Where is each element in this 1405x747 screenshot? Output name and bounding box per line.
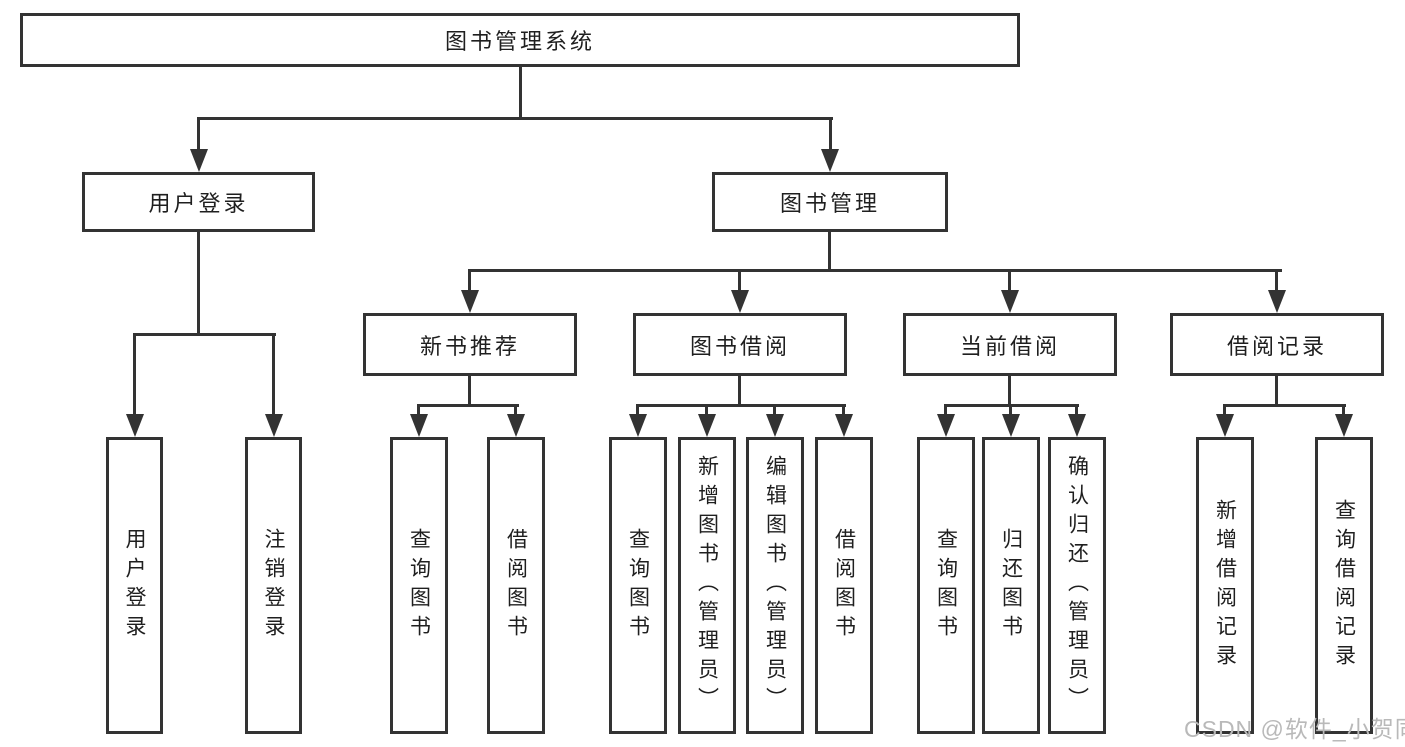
connector-line xyxy=(1075,404,1078,418)
connector-line xyxy=(1009,404,1012,418)
arrow-down-icon xyxy=(1001,290,1019,313)
connector-line xyxy=(1008,269,1011,295)
connector-line xyxy=(133,333,136,417)
connector-line xyxy=(468,375,471,407)
node-book-borrow-label: 图书借阅 xyxy=(689,333,790,359)
node-current-borrow: 当前借阅 xyxy=(903,313,1117,376)
arrow-down-icon xyxy=(821,149,839,172)
leaf-borrow-books-1: 借阅图书 xyxy=(487,437,545,734)
connector-line xyxy=(1008,375,1011,407)
connector-line xyxy=(636,404,639,418)
leaf-query-borrow-record: 查询借阅记录 xyxy=(1315,437,1373,734)
node-borrow-records: 借阅记录 xyxy=(1170,313,1384,376)
leaf-confirm-return-admin-label: 确认归还（管理员） xyxy=(1065,455,1089,716)
node-user-login: 用户登录 xyxy=(82,172,315,232)
arrow-down-icon xyxy=(731,290,749,313)
leaf-edit-books-admin: 编辑图书（管理员） xyxy=(746,437,804,734)
node-book-management: 图书管理 xyxy=(712,172,948,232)
connector-line xyxy=(829,117,832,155)
arrow-down-icon xyxy=(507,414,525,437)
connector-line xyxy=(828,232,831,272)
leaf-add-borrow-record: 新增借阅记录 xyxy=(1196,437,1254,734)
connector-line xyxy=(1223,404,1226,418)
connector-line xyxy=(417,404,420,418)
connector-line xyxy=(197,232,200,335)
leaf-borrow-books-2: 借阅图书 xyxy=(815,437,873,734)
arrow-down-icon xyxy=(629,414,647,437)
leaf-logout: 注销登录 xyxy=(245,437,302,734)
arrow-down-icon xyxy=(461,290,479,313)
node-current-borrow-label: 当前借阅 xyxy=(959,333,1060,359)
node-new-book-recommend-label: 新书推荐 xyxy=(419,333,520,359)
leaf-confirm-return-admin: 确认归还（管理员） xyxy=(1048,437,1106,734)
connector-line xyxy=(1275,375,1278,407)
leaf-query-books-3-label: 查询图书 xyxy=(934,527,958,644)
arrow-down-icon xyxy=(1335,414,1353,437)
connector-line xyxy=(944,404,947,418)
leaf-borrow-books-2-label: 借阅图书 xyxy=(832,527,856,644)
connector-line xyxy=(468,269,1282,272)
node-borrow-records-label: 借阅记录 xyxy=(1226,333,1327,359)
connector-line xyxy=(133,333,276,336)
leaf-return-books-label: 归还图书 xyxy=(999,527,1023,644)
connector-line xyxy=(1342,404,1345,418)
leaf-logout-label: 注销登录 xyxy=(262,527,286,644)
connector-line xyxy=(197,117,833,120)
leaf-user-login: 用户登录 xyxy=(106,437,163,734)
connector-line xyxy=(272,333,275,417)
leaf-query-books-2: 查询图书 xyxy=(609,437,667,734)
connector-line xyxy=(773,404,776,418)
node-book-borrow: 图书借阅 xyxy=(633,313,847,376)
connector-line xyxy=(705,404,708,418)
arrow-down-icon xyxy=(1268,290,1286,313)
csdn-watermark: CSDN @软件_小贺同学 xyxy=(1184,716,1405,742)
leaf-query-borrow-record-label: 查询借阅记录 xyxy=(1332,498,1356,673)
leaf-borrow-books-1-label: 借阅图书 xyxy=(504,527,528,644)
connector-line xyxy=(514,404,517,418)
node-book-management-label: 图书管理 xyxy=(779,191,880,216)
leaf-user-login-label: 用户登录 xyxy=(123,527,147,644)
connector-line xyxy=(1275,269,1278,295)
connector-line xyxy=(842,404,845,418)
leaf-query-books-1: 查询图书 xyxy=(390,437,448,734)
leaf-edit-books-admin-label: 编辑图书（管理员） xyxy=(763,455,787,716)
connector-line xyxy=(738,375,741,407)
connector-line xyxy=(417,404,519,407)
connector-line xyxy=(636,404,846,407)
leaf-query-books-1-label: 查询图书 xyxy=(407,527,431,644)
leaf-add-borrow-record-label: 新增借阅记录 xyxy=(1213,498,1237,673)
leaf-add-books-admin-label: 新增图书（管理员） xyxy=(695,455,719,716)
arrow-down-icon xyxy=(126,414,144,437)
arrow-down-icon xyxy=(265,414,283,437)
leaf-query-books-2-label: 查询图书 xyxy=(626,527,650,644)
leaf-add-books-admin: 新增图书（管理员） xyxy=(678,437,736,734)
arrow-down-icon xyxy=(937,414,955,437)
leaf-return-books: 归还图书 xyxy=(982,437,1040,734)
arrow-down-icon xyxy=(1002,414,1020,437)
node-user-login-label: 用户登录 xyxy=(148,191,249,216)
connector-line xyxy=(738,269,741,295)
connector-line xyxy=(519,66,522,120)
arrow-down-icon xyxy=(410,414,428,437)
node-root-system: 图书管理系统 xyxy=(20,13,1020,67)
connector-line xyxy=(468,269,471,295)
node-new-book-recommend: 新书推荐 xyxy=(363,313,577,376)
leaf-query-books-3: 查询图书 xyxy=(917,437,975,734)
arrow-down-icon xyxy=(1216,414,1234,437)
connector-line xyxy=(1223,404,1346,407)
node-root-label: 图书管理系统 xyxy=(444,29,595,54)
arrow-down-icon xyxy=(190,149,208,172)
arrow-down-icon xyxy=(698,414,716,437)
arrow-down-icon xyxy=(835,414,853,437)
connector-line xyxy=(197,117,200,155)
arrow-down-icon xyxy=(1068,414,1086,437)
arrow-down-icon xyxy=(766,414,784,437)
